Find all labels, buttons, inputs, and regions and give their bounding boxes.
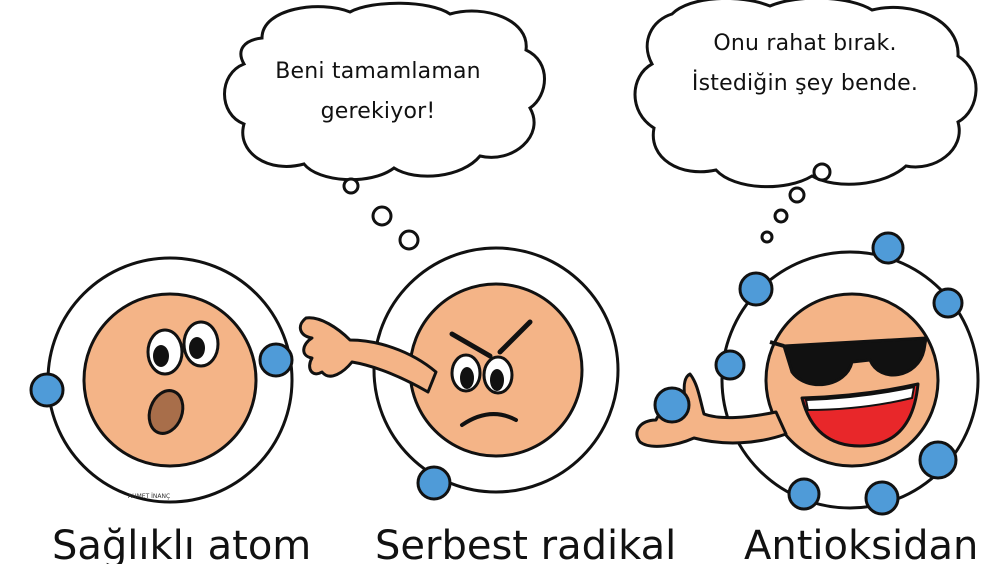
caption-antioxidant: Antioksidan xyxy=(744,523,979,564)
electron xyxy=(738,271,774,307)
electron xyxy=(416,465,452,501)
antioxidant xyxy=(635,231,980,516)
caption-healthy-atom: Sağlıklı atom xyxy=(52,523,312,564)
electron xyxy=(918,440,958,480)
speech-line: gerekiyor! xyxy=(320,99,436,124)
healthy-atom-face xyxy=(82,292,258,468)
speech-line: İstediğin şey bende. xyxy=(691,71,919,96)
electron xyxy=(787,477,821,511)
sunglasses xyxy=(782,336,928,387)
speech-text-antioxidant: Onu rahat bırak. İstediğin şey bende. xyxy=(655,24,955,104)
caption-free-radical: Serbest radikal xyxy=(375,523,677,564)
electron xyxy=(714,349,746,381)
electron xyxy=(653,386,691,424)
electron xyxy=(871,231,905,265)
speech-line: Beni tamamlaman xyxy=(275,59,481,84)
artist-signature: AHMET İNANÇ xyxy=(128,493,171,500)
healthy-atom xyxy=(29,256,294,504)
electron xyxy=(932,287,964,319)
electron xyxy=(864,480,900,516)
electron xyxy=(258,342,294,378)
thought-bubble-free-radical xyxy=(223,1,546,251)
thought-bubble-antioxidant xyxy=(633,0,978,244)
speech-line: Onu rahat bırak. xyxy=(713,31,897,56)
electron xyxy=(29,372,65,408)
free-radical xyxy=(298,246,620,501)
speech-text-free-radical: Beni tamamlaman gerekiyor! xyxy=(238,52,518,132)
